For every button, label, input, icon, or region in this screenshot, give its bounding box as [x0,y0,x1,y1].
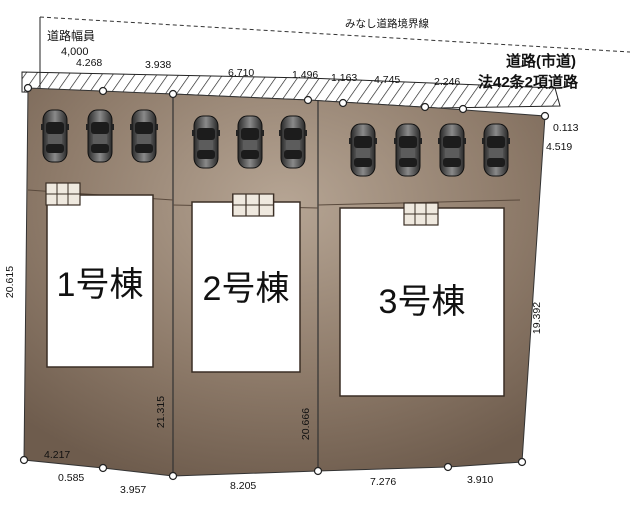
dim-top-4: 1.496 [292,69,318,81]
hvac-unit-2 [232,193,275,217]
dim-bottom-left-diag: 4.217 [44,449,70,461]
car-icon [393,123,423,177]
dim-top-7: 2.246 [434,76,460,88]
dim-bottom-3: 7.276 [370,476,396,488]
dim-divider-2: 20.666 [300,408,312,440]
dim-right-side: 19.392 [531,302,543,334]
road-class-label: 法42条2項道路 [478,73,579,91]
dim-top-1: 4.268 [76,57,102,69]
survey-points [19,83,550,481]
car-icon [129,109,159,163]
dim-top-6: 4.745 [374,74,400,86]
building-1 [46,194,154,368]
car-icon [40,109,70,163]
car-icon [437,123,467,177]
building-2 [191,201,301,373]
dim-bottom-4: 3.910 [467,474,493,486]
dim-bottom-2: 8.205 [230,480,256,492]
dim-bottom-1: 3.957 [120,484,146,496]
dim-right-small: 0.113 [553,122,579,134]
building-1-label: 1号棟 [57,266,144,304]
building-2-label: 2号棟 [203,270,290,308]
dim-top-2: 3.938 [145,59,171,71]
dim-right-upper: 4.519 [546,141,572,153]
car-icon [278,115,308,169]
dim-divider-1: 21.315 [155,396,167,428]
dim-top-3: 6.710 [228,67,254,79]
boundary-label: みなし道路境界線 [345,17,429,30]
building-3 [339,207,505,397]
hvac-unit-3 [403,202,439,226]
car-icon [85,109,115,163]
car-icon [235,115,265,169]
dim-top-5: 1.163 [331,72,357,84]
boundary-dashed-line [39,16,631,53]
car-icon [481,123,511,177]
road-width-label: 道路幅員 [47,28,95,43]
road-width-value: 4,000 [61,46,89,58]
hvac-unit-1 [45,182,81,206]
car-icon [191,115,221,169]
dim-bottom-left-short: 0.585 [58,472,84,484]
car-icon [348,123,378,177]
dim-left-side: 20.615 [4,266,16,298]
building-3-label: 3号棟 [379,283,466,321]
road-type-label: 道路(市道) [506,52,576,70]
